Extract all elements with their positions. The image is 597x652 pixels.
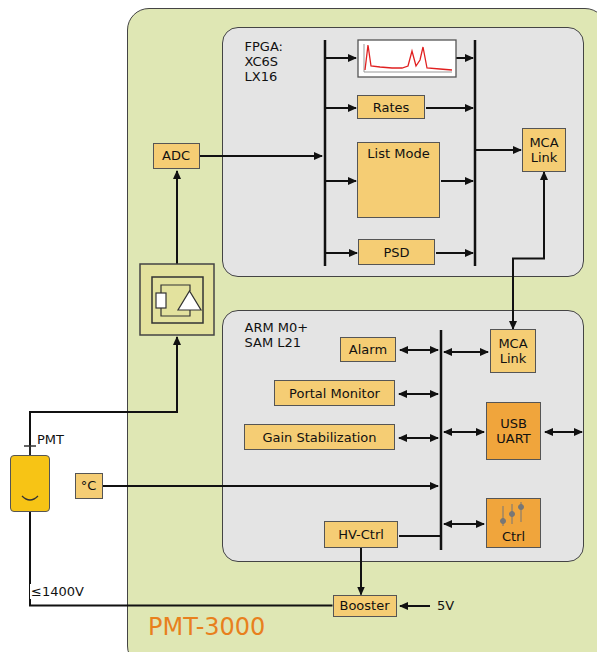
process-box: Alarm (340, 337, 396, 362)
node-text: Gain Stabilization (262, 430, 376, 445)
sensor-wire (103, 485, 438, 487)
node-text: PMT (37, 432, 64, 447)
node-text: USB UART (487, 416, 540, 446)
process-box: List Mode (357, 142, 440, 218)
connector (30, 512, 333, 606)
node-text: Alarm (349, 342, 387, 357)
power-wire (400, 605, 430, 607)
process-box: Portal Monitor (274, 380, 395, 406)
signal-wire (200, 155, 322, 157)
connector (360, 548, 362, 595)
node-text: FPGA: XC6S LX16 (245, 39, 299, 84)
cpu-bus (440, 330, 443, 550)
node-text: °C (81, 478, 97, 493)
node-text: Ctrl (502, 529, 525, 544)
process-box: Gain Stabilization (244, 424, 395, 450)
node-text: HV-Ctrl (338, 527, 384, 542)
node-text: Booster (339, 598, 389, 613)
signal-wire (30, 337, 177, 455)
booster-box: Booster (333, 595, 397, 617)
node-text: Portal Monitor (289, 386, 380, 401)
sensor-box: °C (75, 473, 103, 499)
spectrum-plot (358, 40, 456, 77)
process-box: Rates (357, 95, 425, 119)
signal-wire (176, 171, 178, 264)
link-box: MCA Link (490, 329, 536, 373)
process-box: PSD (358, 239, 435, 265)
mcu-panel: ARM M0+ SAM L21Alarm MCA LinkPortal Monit… (222, 310, 584, 562)
connector-label: ≤1400V (30, 584, 85, 599)
node-text: ADC (162, 148, 190, 163)
voltage-label: 5V (437, 598, 454, 613)
control-box: Ctrl (486, 498, 541, 548)
converter-box: ADC (153, 143, 200, 169)
node-text: MCA Link (491, 336, 535, 366)
pmt-tube: PMT (10, 455, 50, 512)
list-icon (377, 178, 429, 209)
fpga-bus (324, 40, 327, 266)
node-text: List Mode (367, 146, 429, 161)
node-text: ARM M0+ SAM L21 (245, 320, 317, 350)
connector (513, 172, 544, 329)
process-box: HV-Ctrl (324, 521, 398, 548)
link-box: MCA Link (522, 128, 566, 172)
node-text: PMT-3000 (148, 613, 265, 641)
interface-box: USB UART (486, 402, 541, 460)
node-text: Rates (373, 100, 410, 115)
node-text: PSD (383, 245, 409, 260)
amplifier-symbol (140, 264, 214, 335)
fpga-bus (474, 40, 477, 266)
node-text: MCA Link (523, 135, 565, 165)
pmt-symbol (22, 446, 38, 500)
slider-icon (501, 502, 524, 526)
